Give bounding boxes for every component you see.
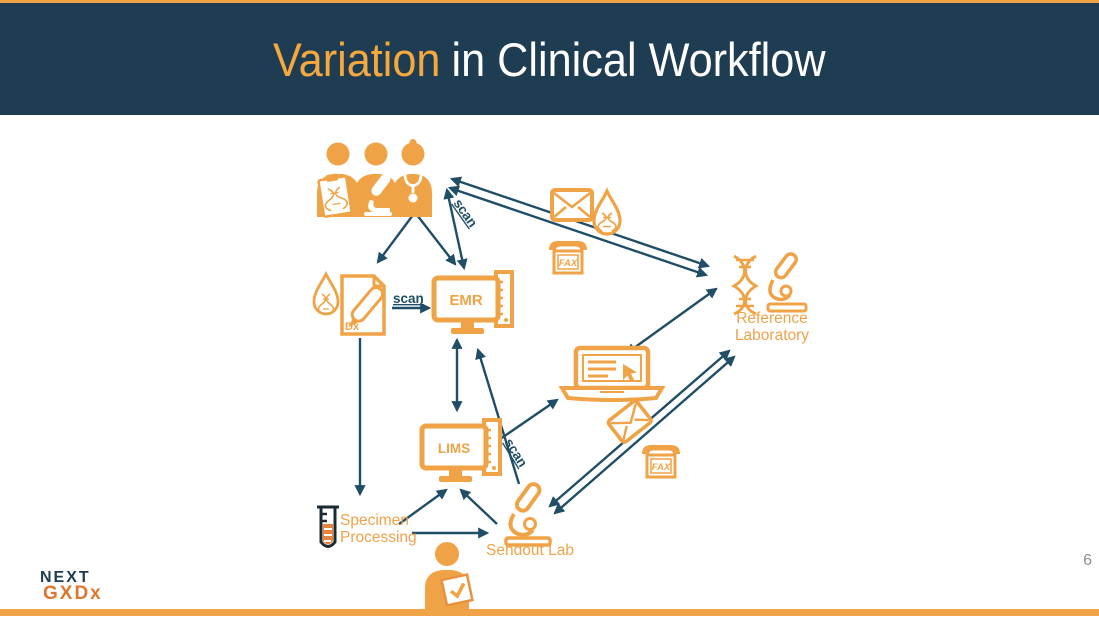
specimen-processing-label: Specimen Processing — [340, 512, 417, 546]
arrow-specimen-to-lims — [398, 488, 448, 525]
sendout-lab-icon — [504, 482, 552, 547]
arrow-clinicians-to-emr — [416, 214, 457, 266]
lims-label: LIMS — [438, 441, 470, 456]
stethoscope-icon — [403, 174, 423, 203]
laptop-icon — [558, 345, 666, 402]
logo-top-line: NEXT — [40, 569, 91, 586]
dx-requisition-icon: Dx — [312, 270, 386, 336]
page-number: 6 — [1083, 552, 1092, 569]
fax-label: FAX — [652, 462, 671, 473]
dx-label: Dx — [345, 321, 360, 333]
specimen-tube-icon — [317, 505, 339, 548]
arrow-reflab-laptop — [625, 287, 718, 355]
lims-icon: LIMS — [419, 418, 502, 482]
title-rest: in Clinical Workflow — [451, 32, 826, 86]
title-accent: Variation — [273, 32, 441, 86]
mail-envelope-icon — [550, 188, 594, 222]
fax-machine-icon: FAX — [549, 241, 587, 275]
logo-bottom-line: GXDx — [43, 583, 103, 604]
courier-person-icon — [425, 542, 474, 610]
checklist-icon — [440, 573, 474, 607]
microscope-overlay-icon — [364, 173, 392, 216]
emr-label: EMR — [449, 292, 483, 309]
arrow-clinicians-to-dxdoc — [376, 214, 414, 264]
dna-helix-icon — [730, 254, 760, 316]
fax-label: FAX — [559, 258, 578, 269]
clipboard-icon — [317, 173, 353, 218]
nextgxdx-logo: NEXT GXDx — [40, 569, 103, 604]
emr-icon: EMR — [431, 270, 514, 334]
scan-label-dx-emr: scan — [393, 291, 424, 306]
fax-machine-icon: FAX — [642, 445, 680, 479]
dna-droplet-icon — [312, 270, 340, 316]
reference-lab-label: Reference Laboratory — [734, 310, 810, 344]
reference-lab-icon — [730, 252, 808, 316]
bottom-accent-bar — [0, 609, 1099, 616]
arrow-sendout-reflab-2 — [553, 355, 736, 515]
top-accent-bar — [0, 0, 1099, 3]
scan-label-sendout-emr: scan — [501, 436, 530, 470]
clinicians-icon — [317, 139, 432, 218]
dna-droplet-icon — [592, 187, 622, 236]
diagram-canvas: scan scan scan — [0, 115, 1099, 610]
arrow-sendout-to-lims — [459, 488, 498, 525]
microscope-icon — [766, 252, 808, 313]
sendout-lab-label: Sendout Lab — [486, 542, 574, 559]
arrow-clinicians-reflab-2 — [447, 185, 709, 278]
